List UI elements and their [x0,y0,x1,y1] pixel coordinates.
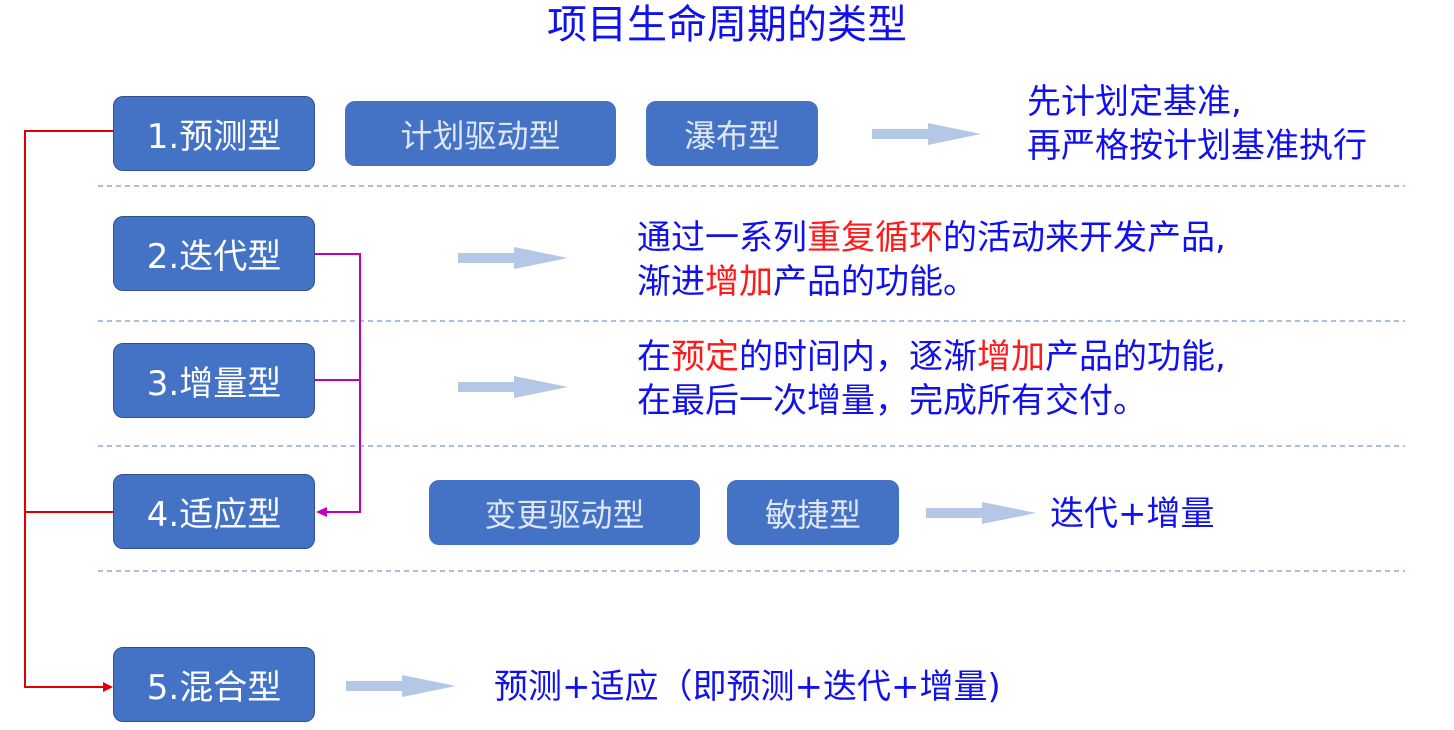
type-box-label: 5.混合型 [146,668,282,708]
type-box-label: 3.增量型 [146,364,282,404]
highlight-text: 重复循环 [807,218,943,258]
tag-agile: 敏捷型 [727,480,899,545]
text-segment: 渐进 [637,262,705,302]
block-arrow-iterative [458,247,568,269]
type-box-label: 4.适应型 [146,495,282,535]
red-connector-predictive [24,130,113,688]
tag-label: 敏捷型 [764,495,861,534]
tag-change-driven: 变更驱动型 [429,480,700,545]
text-segment: 产品的功能。 [773,262,977,302]
diagram-title: 项目生命周期的类型 [547,2,907,48]
predictive-desc-line-1: 先计划定基准, [1027,82,1242,122]
tag-label: 变更驱动型 [484,495,645,534]
incremental-description: 在预定的时间内，逐渐增加产品的功能, 在最后一次增量，完成所有交付。 [637,335,1226,423]
type-box-iterative: 2.迭代型 [113,216,315,291]
type-box-predictive: 1.预测型 [113,96,315,171]
iterative-description: 通过一系列重复循环的活动来开发产品, 渐进增加产品的功能。 [637,216,1226,304]
purple-arrowhead-adaptive [316,507,327,517]
block-arrow-hybrid [346,675,456,697]
text-segment: 产品的功能, [1045,337,1226,377]
text-segment: 在 [637,337,671,377]
predictive-desc-line-2: 再严格按计划基准执行 [1027,126,1367,166]
type-box-incremental: 3.增量型 [113,343,315,418]
tag-plan-driven: 计划驱动型 [345,101,616,166]
highlight-text: 预定 [671,337,739,377]
type-box-label: 1.预测型 [146,117,282,157]
block-arrow-predictive [872,123,981,145]
text-segment: 的活动来开发产品, [943,218,1226,258]
iterative-desc-line-1: 通过一系列重复循环的活动来开发产品, [637,216,1226,260]
adaptive-description: 迭代+增量 [1050,494,1215,534]
type-box-adaptive: 4.适应型 [113,474,315,549]
iterative-desc-line-2: 渐进增加产品的功能。 [637,260,1226,304]
type-box-label: 2.迭代型 [146,237,282,277]
tag-waterfall: 瀑布型 [646,101,818,166]
incremental-desc-line-1: 在预定的时间内，逐渐增加产品的功能, [637,335,1226,379]
purple-connector-iterative [315,253,361,513]
block-arrow-incremental [458,376,568,398]
highlight-text: 增加 [705,262,773,302]
red-arrowhead-hybrid [103,682,113,692]
text-segment: 通过一系列 [637,218,807,258]
hybrid-description: 预测+适应（即预测+迭代+增量) [494,667,1001,707]
predictive-description: 先计划定基准, 再严格按计划基准执行 [1027,80,1367,168]
block-arrow-adaptive [926,502,1036,524]
tag-label: 瀑布型 [683,116,780,155]
text-segment: 的时间内，逐渐 [739,337,977,377]
type-box-hybrid: 5.混合型 [113,647,315,722]
tag-label: 计划驱动型 [400,116,561,155]
highlight-text: 增加 [977,337,1045,377]
incremental-desc-line-2: 在最后一次增量，完成所有交付。 [637,381,1147,421]
